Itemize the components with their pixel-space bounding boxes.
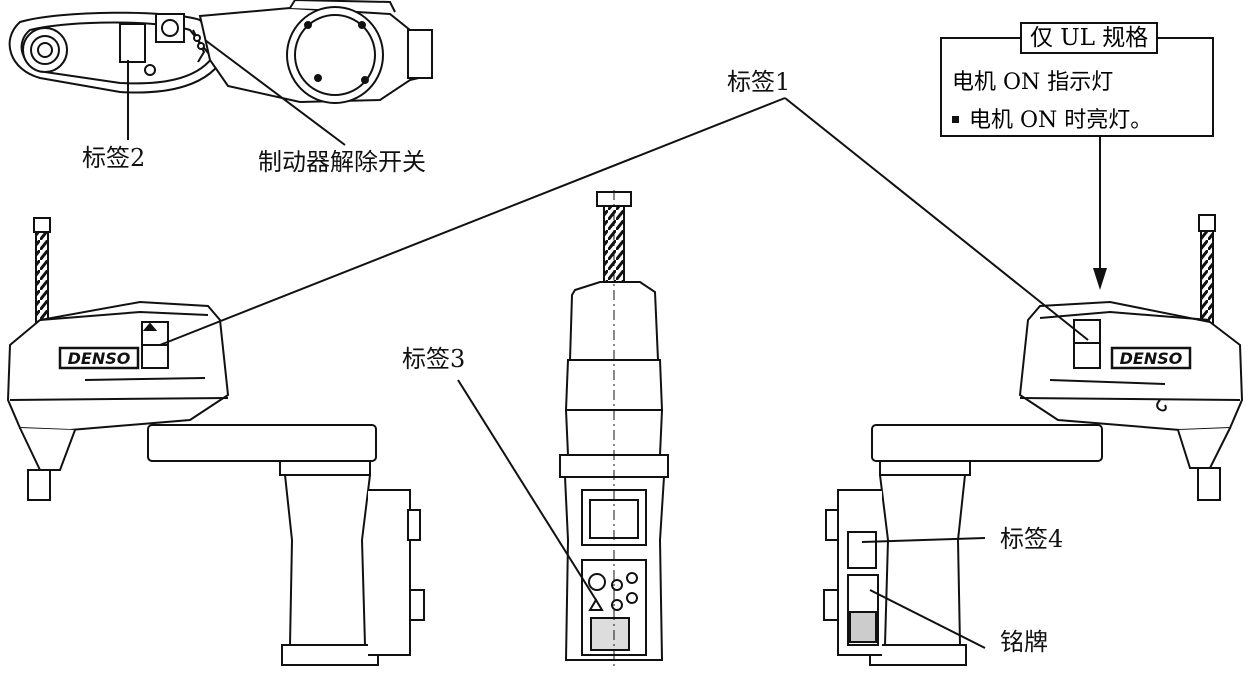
denso-logo-right: DENSO [1120,349,1183,368]
ul-note-text: 电机 ON 时亮灯。 [969,108,1153,133]
leader-lines [127,39,1107,649]
leader-label4 [861,537,986,543]
label-2: 标签2 [82,144,146,172]
leader-label3 [457,379,597,601]
nameplate-label: 铭牌 [1000,628,1048,656]
label-3: 标签3 [402,345,466,373]
label-1: 标签1 [727,68,791,96]
ul-motor-on-note: 电机 ON 时亮灯。 [952,102,1152,134]
ul-spec-title: 仅 UL 规格 [1020,22,1159,54]
leader-label1-left [159,97,786,346]
bullet-icon [952,115,959,123]
leader-nameplate [869,589,986,649]
label-4: 标签4 [1000,525,1064,553]
denso-logo-left: DENSO [68,349,131,368]
arrow-head-icon [1093,268,1107,290]
robot-front-view [559,190,669,670]
robot-left-view: DENSO [6,217,425,666]
leader-label1-right [784,97,1089,341]
leader-brake-switch [204,39,346,146]
robot-right-view: DENSO [823,214,1244,666]
ul-motor-on-indicator: 电机 ON 指示灯 [952,70,1114,95]
brake-release-switch-label: 制动器解除开关 [258,148,426,176]
